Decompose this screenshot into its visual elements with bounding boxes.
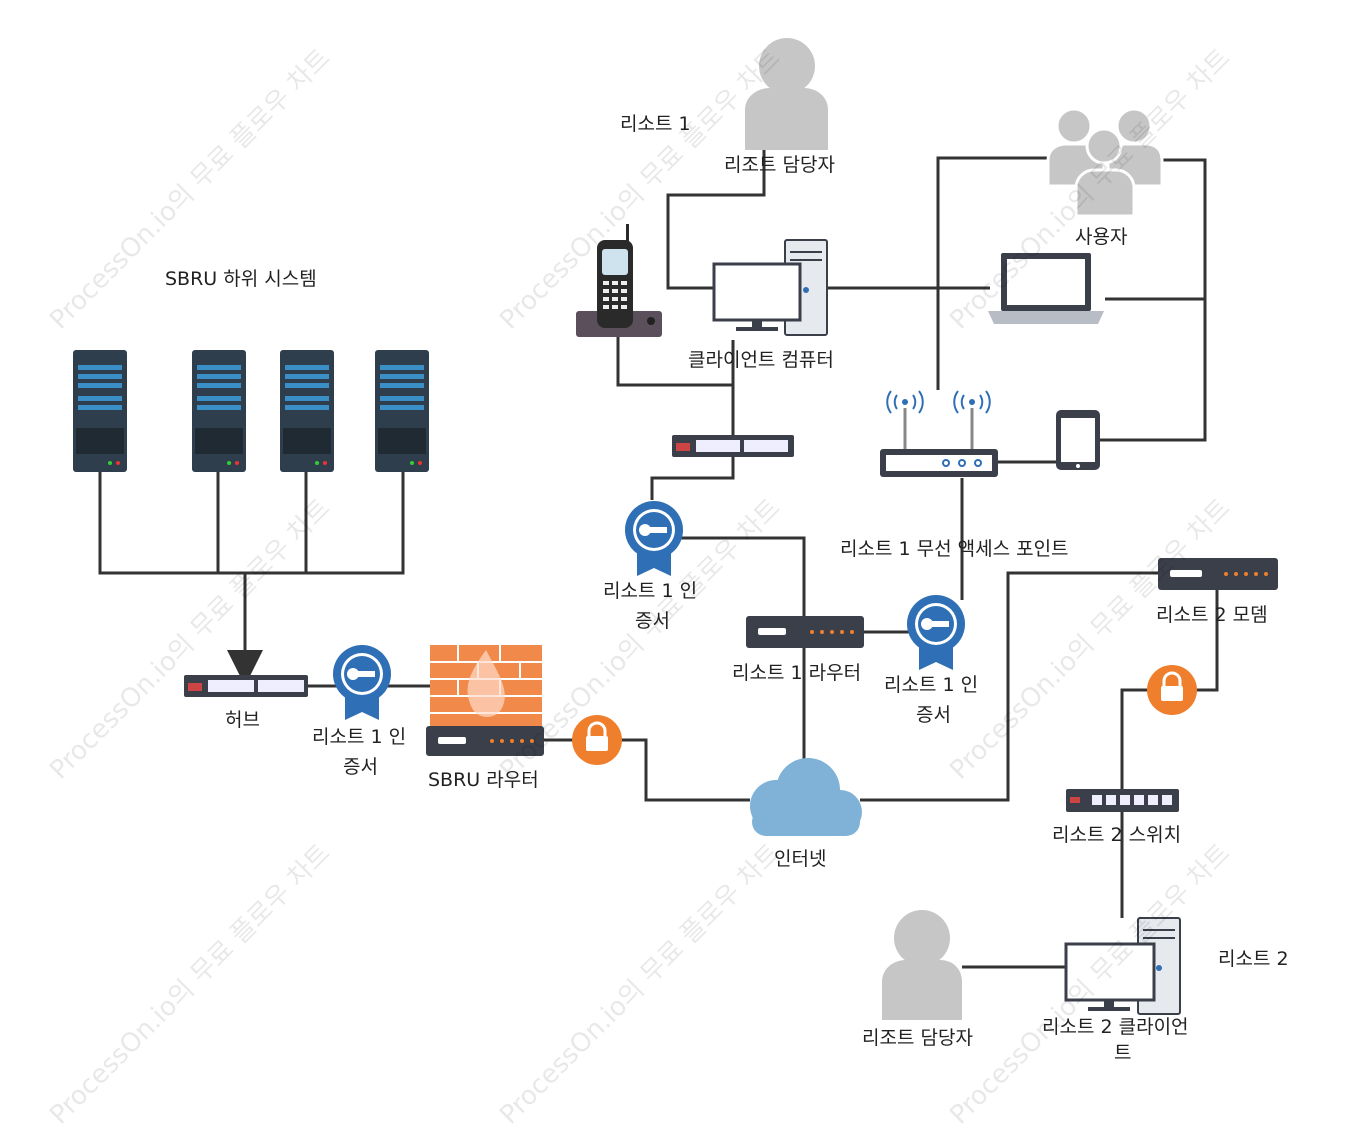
resort-manager-top-label: 리조트 담당자	[724, 154, 835, 176]
router-icon	[746, 616, 864, 648]
client-computer-label: 클라이언트 컴퓨터	[688, 349, 834, 371]
sbru-router-label: SBRU 라우터	[428, 769, 539, 791]
hub-label: 허브	[225, 709, 260, 731]
padlock-icon	[1147, 665, 1197, 715]
desktop-computer-icon	[1064, 917, 1181, 1015]
tablet-icon	[1056, 410, 1100, 470]
rack-server-icon	[192, 350, 246, 472]
rack-server-icon	[280, 350, 334, 472]
user-group-icon	[1046, 107, 1164, 218]
resort1-ap-label: 리소트 1 무선 액세스 포인트	[840, 538, 1069, 560]
router-icon	[426, 726, 544, 756]
modem-icon	[1158, 558, 1278, 590]
resort2-switch-label: 리소트 2 스위치	[1052, 824, 1182, 846]
cloud-icon	[750, 758, 862, 836]
hub-icon	[672, 435, 794, 457]
cert-mid-label-line1: 리소트 1 인	[603, 580, 698, 602]
sbru-subsystem-label: SBRU 하위 시스템	[165, 268, 317, 290]
cert-left-label-line2: 증서	[343, 756, 378, 778]
key-certificate-badge-icon	[333, 645, 391, 720]
person-icon	[745, 38, 828, 150]
resort2-client-label-line1: 리소트 2 클라이언	[1042, 1016, 1189, 1038]
cert-left-label-line1: 리소트 1 인	[312, 726, 407, 748]
firewall-icon	[430, 645, 542, 727]
resort2-modem-label: 리소트 2 모뎀	[1156, 604, 1268, 626]
internet-label: 인터넷	[774, 848, 827, 870]
resort2-label: 리소트 2	[1218, 948, 1289, 970]
hub-icon	[184, 675, 308, 697]
network-diagram	[73, 38, 1278, 1020]
laptop-icon	[988, 253, 1104, 324]
connector-ap-top	[936, 156, 1060, 390]
desktop-computer-icon	[712, 239, 828, 336]
wireless-access-point-icon	[880, 390, 998, 477]
resort1-router-label: 리소트 1 라우터	[732, 662, 862, 684]
rack-server-icon	[73, 350, 127, 472]
cert-mid-label-line2: 증서	[635, 610, 670, 632]
key-certificate-badge-icon	[907, 595, 965, 670]
connector-router-cert-mid	[680, 536, 806, 616]
connector-servers-bus	[98, 470, 405, 575]
padlock-icon	[572, 715, 622, 765]
connector-manager-client	[666, 150, 766, 290]
cordless-phone-icon	[576, 224, 662, 337]
rack-server-icon	[375, 350, 429, 472]
connector-cert-mid-hub2	[650, 456, 735, 500]
resort2-client-label-line2: 트	[1114, 1042, 1132, 1064]
person-icon	[882, 910, 962, 1020]
resort-manager-bottom-label: 리조트 담당자	[862, 1027, 973, 1049]
key-certificate-badge-icon	[625, 501, 683, 576]
connector-hub2-phone-client	[616, 337, 735, 436]
users-label: 사용자	[1075, 226, 1128, 248]
cert-right-label-line1: 리소트 1 인	[884, 674, 979, 696]
cert-right-label-line2: 증서	[916, 704, 951, 726]
network-switch-icon	[1066, 789, 1179, 812]
resort1-label: 리소트 1	[620, 113, 691, 135]
connector-internet-resort2-modem	[860, 571, 1160, 802]
